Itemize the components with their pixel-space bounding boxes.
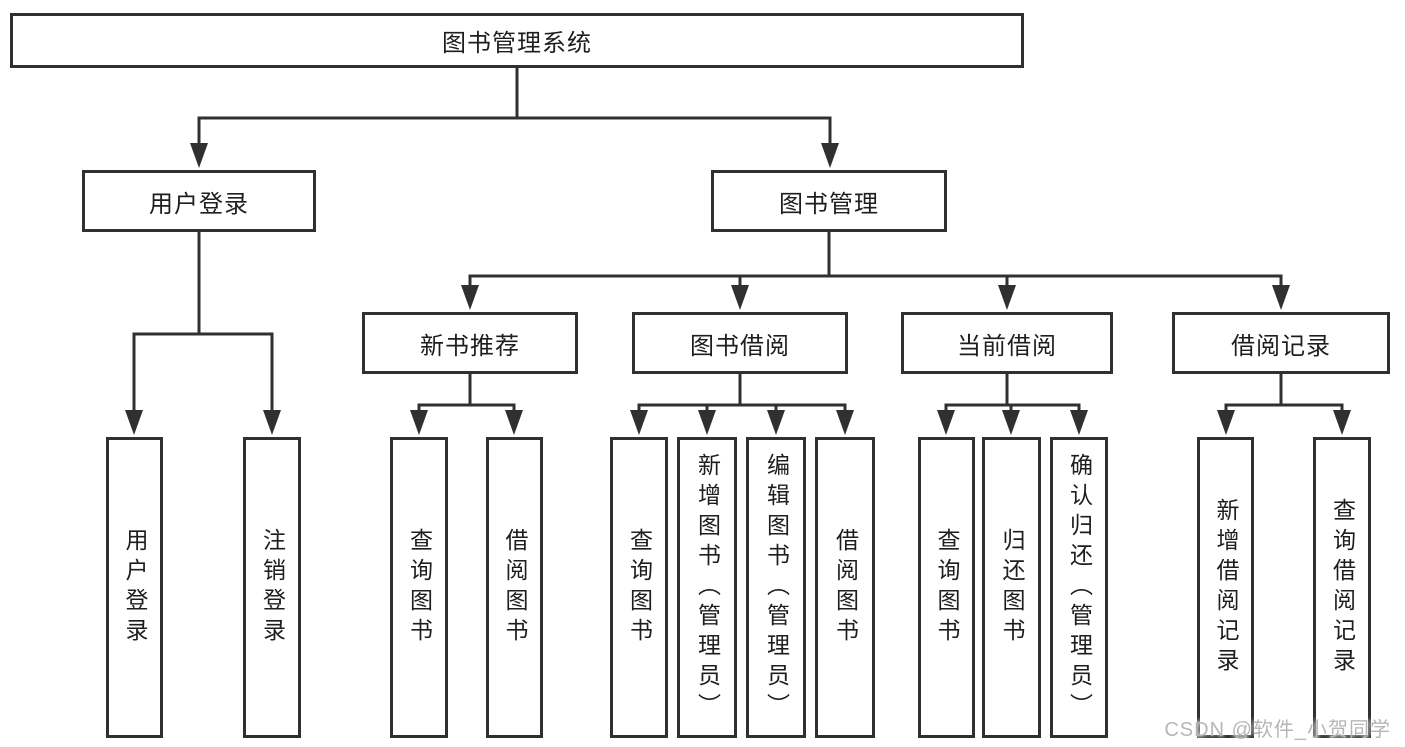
node-leaf-br-query-record: 查询借阅记录 — [1313, 437, 1371, 738]
node-leaf-user-login: 用户登录 — [106, 437, 163, 738]
node-current-borrow: 当前借阅 — [901, 312, 1113, 374]
node-leaf-nb-query-book: 查询图书 — [390, 437, 448, 738]
watermark: CSDN @软件_小贺同学 — [1164, 719, 1391, 741]
arrowhead-icons — [125, 143, 1351, 435]
node-leaf-logout: 注销登录 — [243, 437, 301, 738]
node-book-management: 图书管理 — [711, 170, 947, 232]
node-book-borrow: 图书借阅 — [632, 312, 848, 374]
node-leaf-bb-edit-book-admin: 编辑图书（管理员） — [746, 437, 806, 738]
node-root: 图书管理系统 — [10, 13, 1024, 68]
node-leaf-nb-borrow-book: 借阅图书 — [486, 437, 543, 738]
node-leaf-bb-borrow-book: 借阅图书 — [815, 437, 875, 738]
node-leaf-cb-return-book: 归还图书 — [982, 437, 1041, 738]
node-leaf-cb-confirm-return-admin: 确认归还（管理员） — [1050, 437, 1108, 738]
node-leaf-bb-add-book-admin: 新增图书（管理员） — [677, 437, 737, 738]
node-user-login: 用户登录 — [82, 170, 316, 232]
node-leaf-bb-query-book: 查询图书 — [610, 437, 668, 738]
node-borrow-records: 借阅记录 — [1172, 312, 1390, 374]
node-leaf-br-add-record: 新增借阅记录 — [1197, 437, 1254, 738]
node-new-book-recommend: 新书推荐 — [362, 312, 578, 374]
node-leaf-cb-query-book: 查询图书 — [918, 437, 975, 738]
